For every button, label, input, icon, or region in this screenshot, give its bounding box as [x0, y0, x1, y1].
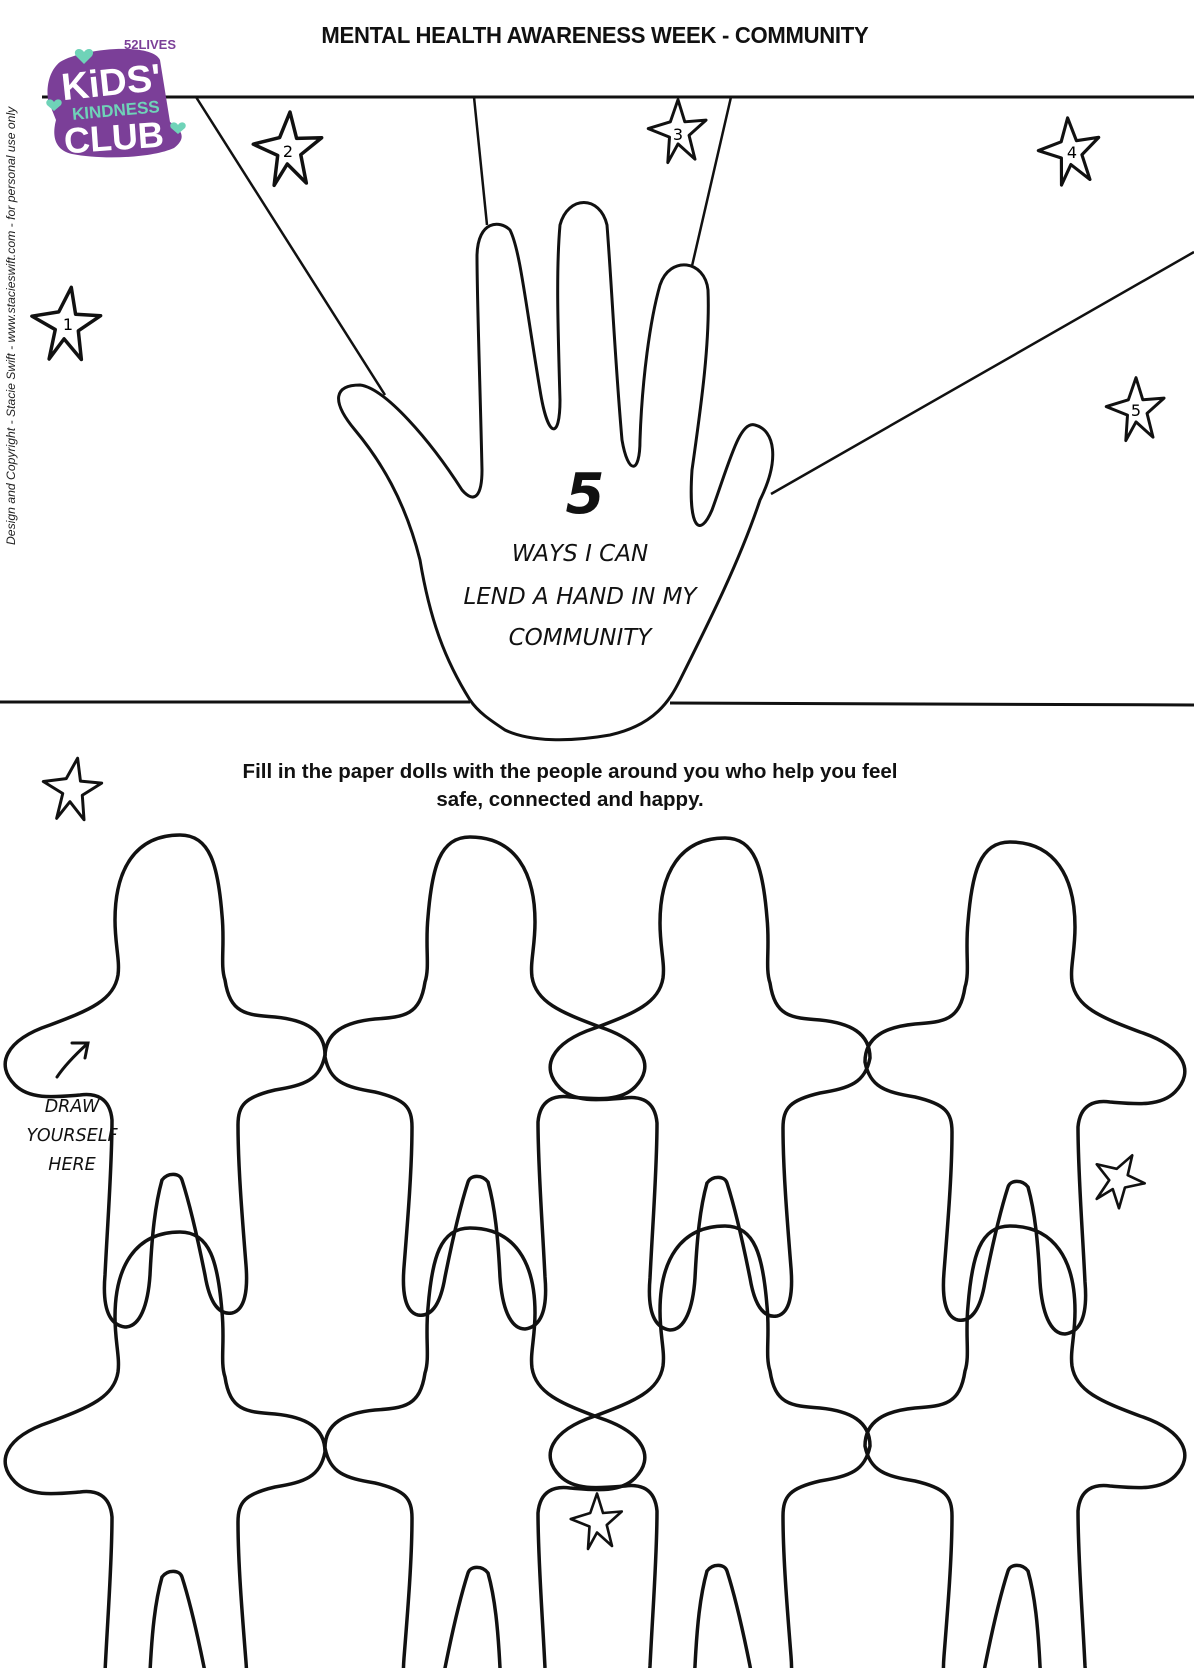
draw-label-line-1: DRAW — [44, 1097, 100, 1117]
paper-doll — [323, 835, 647, 1331]
instruction-line-2: safe, connected and happy. — [436, 788, 704, 811]
hand-outline — [337, 201, 775, 742]
hand-text-line-1: WAYS I CAN — [511, 541, 649, 567]
decor-star-icon — [35, 751, 107, 827]
arrow-icon — [55, 1041, 90, 1079]
paper-doll — [863, 1224, 1187, 1668]
hand-number: 5 — [565, 462, 605, 527]
svg-text:52LIVES: 52LIVES — [124, 37, 176, 52]
hand-text-line-2: LEND A HAND IN MY — [463, 584, 697, 610]
hand-text-line-3: COMMUNITY — [508, 625, 652, 651]
svg-text:KiDS': KiDS' — [59, 57, 163, 109]
draw-label-line-3: HERE — [48, 1155, 96, 1175]
decor-star-icon — [1080, 1140, 1155, 1218]
draw-label-line-2: YOURSELF — [26, 1126, 118, 1146]
kids-kindness-club-logo: 52LIVES KiDS' KINDNESS CLUB — [46, 37, 186, 162]
copyright-notice: Design and Copyright - Stacie Swift - ww… — [4, 106, 18, 545]
svg-text:CLUB: CLUB — [63, 114, 166, 162]
svg-text:3: 3 — [673, 125, 683, 144]
paper-doll — [548, 1224, 872, 1668]
svg-text:5: 5 — [1131, 401, 1141, 420]
paper-doll — [3, 1230, 327, 1668]
svg-text:1: 1 — [63, 315, 73, 334]
svg-text:4: 4 — [1067, 143, 1077, 162]
page-title: MENTAL HEALTH AWARENESS WEEK - COMMUNITY — [321, 22, 869, 48]
decor-star-icon — [569, 1492, 624, 1551]
paper-doll-row-1 — [3, 833, 1187, 1336]
paper-doll-row-2 — [3, 1224, 1187, 1668]
paper-doll — [323, 1226, 647, 1668]
instruction-line-1: Fill in the paper dolls with the people … — [242, 760, 898, 783]
svg-text:2: 2 — [283, 142, 293, 161]
draw-yourself-label: DRAW YOURSELF HERE — [18, 1093, 126, 1180]
paper-doll — [548, 836, 872, 1332]
dolls-instruction: Fill in the paper dolls with the people … — [150, 758, 990, 814]
paper-doll — [863, 840, 1187, 1336]
paper-doll — [3, 833, 327, 1329]
